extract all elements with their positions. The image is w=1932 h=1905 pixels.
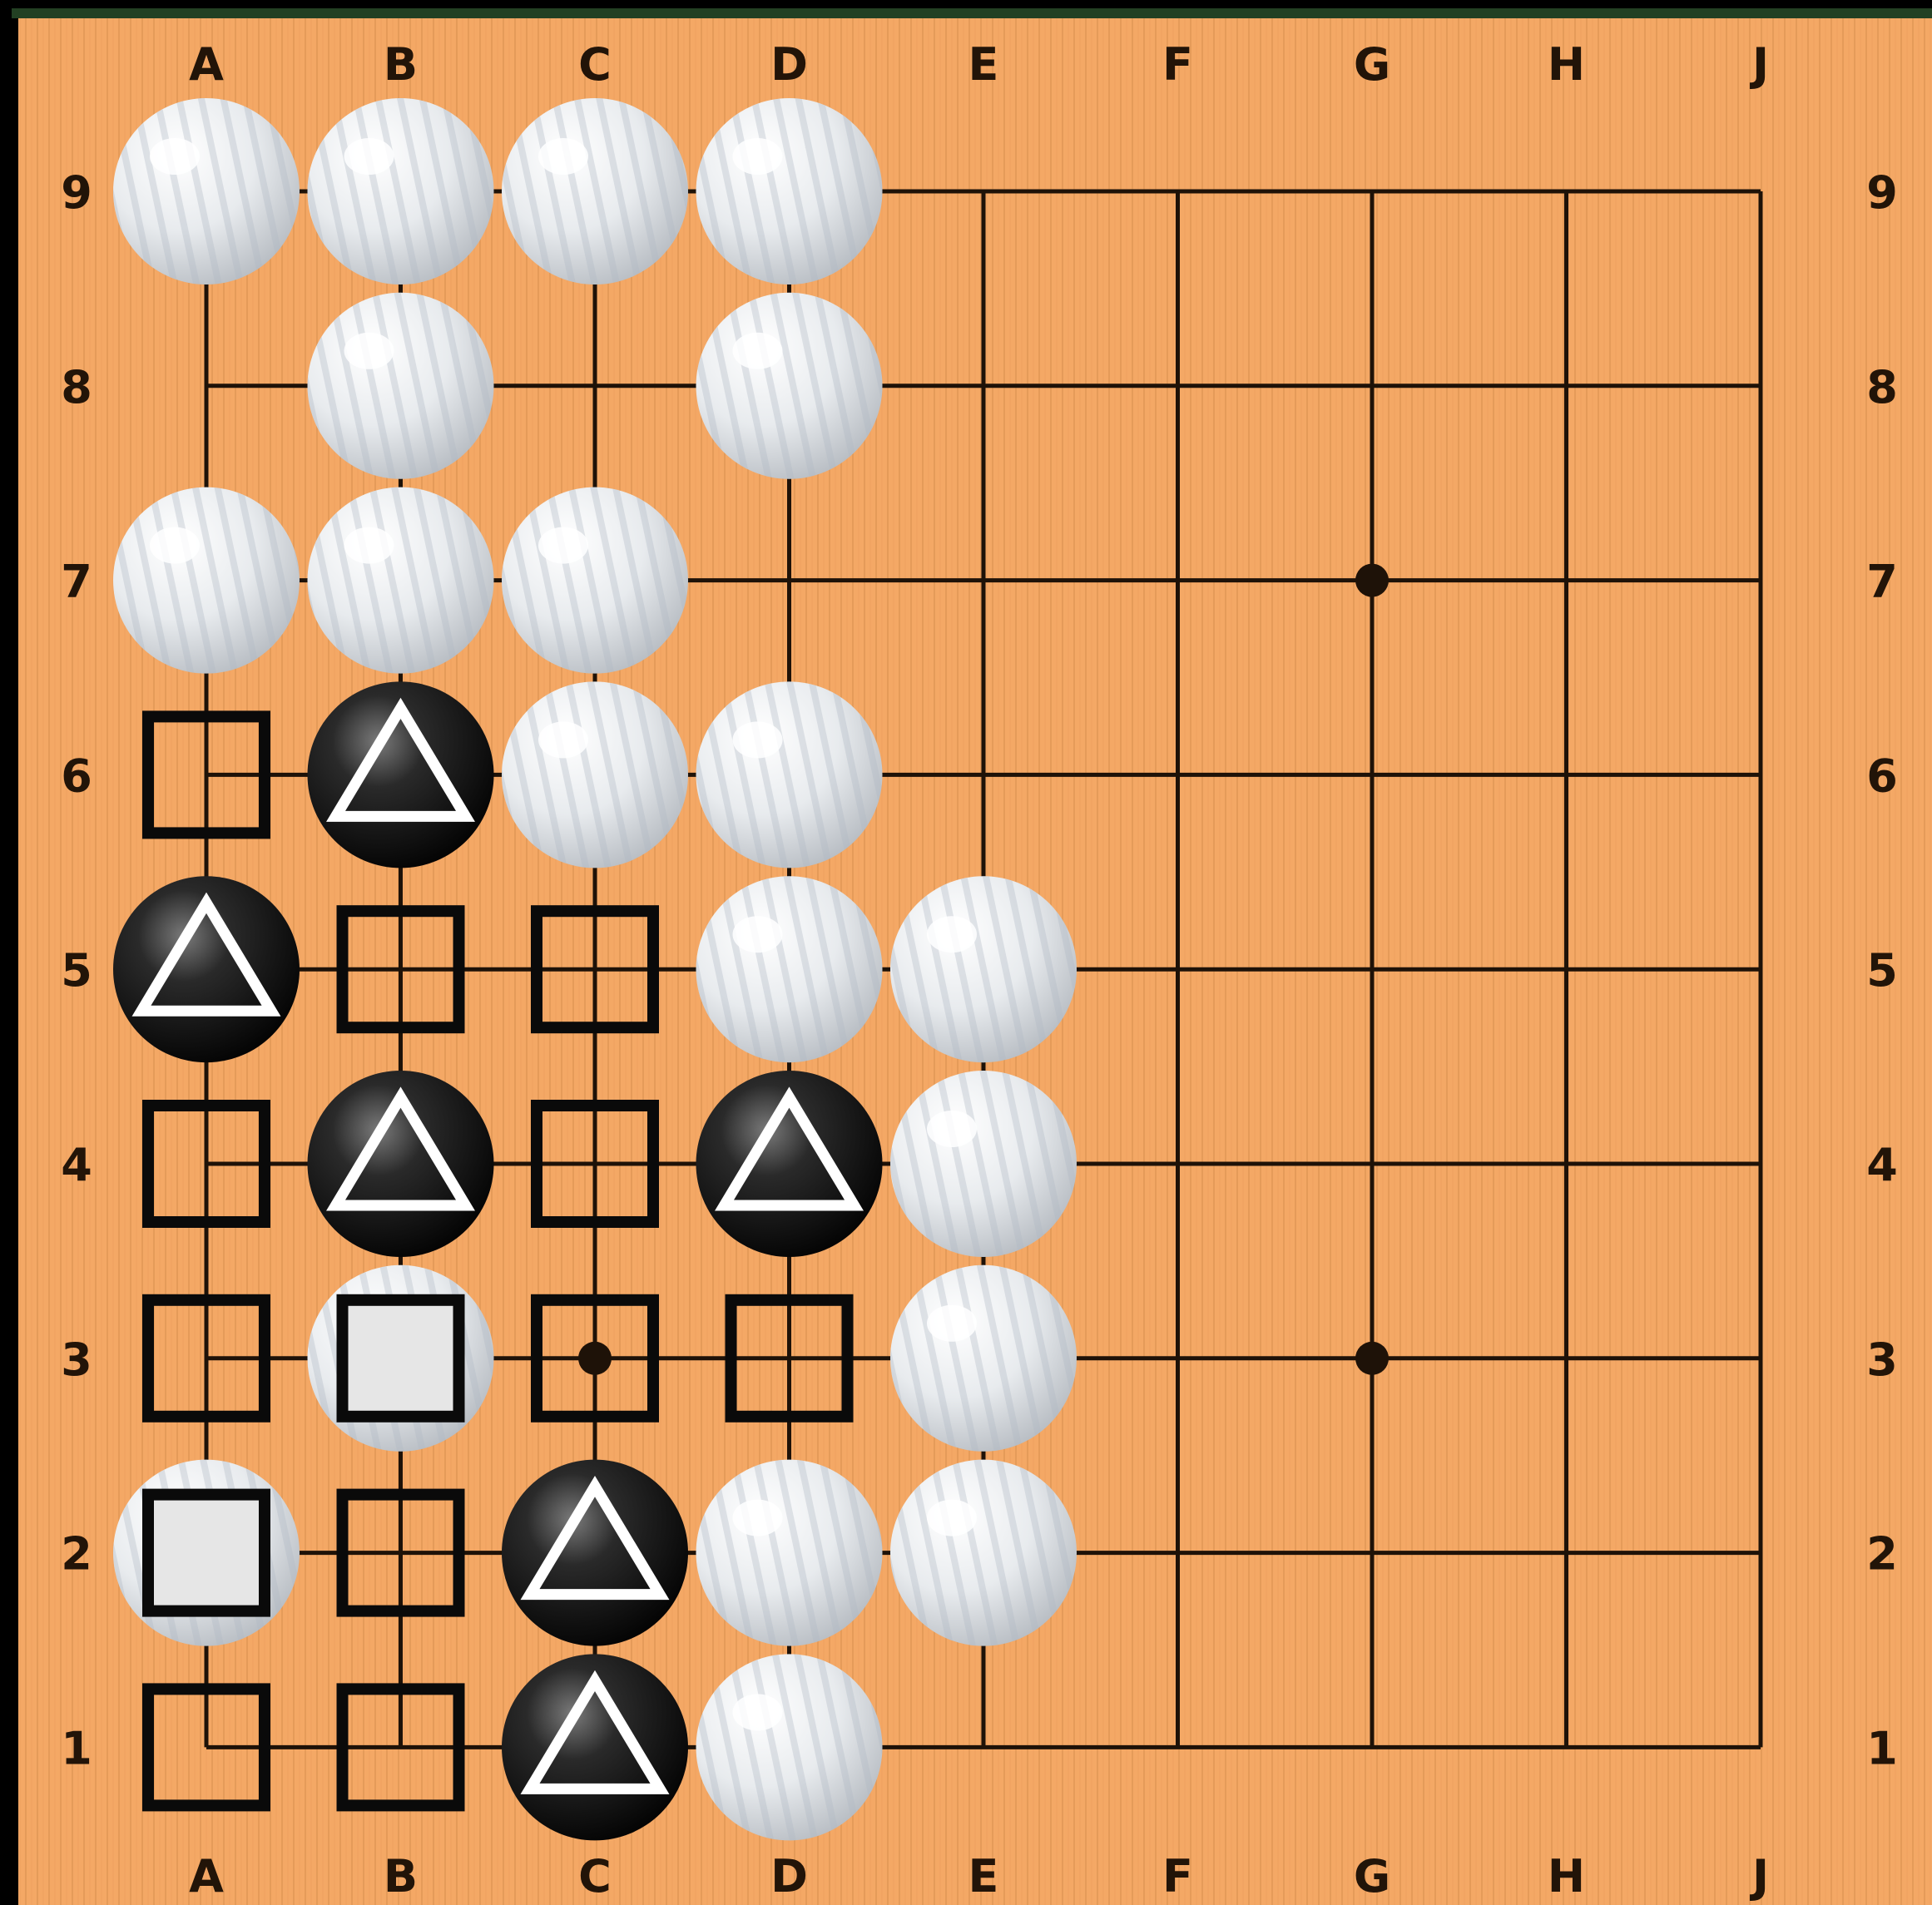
white-stone-D8[interactable] (696, 293, 883, 479)
column-label-bottom-E: E (968, 1850, 999, 1903)
white-stone-C6[interactable] (502, 681, 688, 868)
white-stone-highlight (927, 1111, 977, 1147)
column-label-bottom-G: G (1354, 1850, 1390, 1903)
white-stone-C7[interactable] (502, 487, 688, 674)
white-stone-shell-texture (890, 1071, 1077, 1257)
row-label-right-1: 1 (1866, 1722, 1898, 1774)
white-stone-D2[interactable] (696, 1460, 883, 1646)
white-stone-A7[interactable] (113, 487, 300, 674)
row-label-right-9: 9 (1866, 166, 1898, 219)
white-stone-highlight (538, 138, 588, 175)
column-label-top-G: G (1354, 38, 1390, 91)
column-label-top-A: A (189, 38, 224, 91)
white-stone-shell-texture (308, 487, 494, 674)
column-label-top-J: J (1749, 38, 1769, 91)
column-label-top-F: F (1162, 38, 1193, 91)
column-label-bottom-B: B (384, 1850, 418, 1903)
white-stone-D9[interactable] (696, 98, 883, 285)
row-label-left-2: 2 (61, 1528, 92, 1581)
white-stone-highlight (733, 1500, 783, 1536)
white-stone-shell-texture (502, 98, 688, 285)
column-label-top-D: D (770, 38, 808, 91)
white-stone-A9[interactable] (113, 98, 300, 285)
white-stone-shell-texture (113, 98, 300, 285)
white-stone-shell-texture (696, 98, 883, 285)
white-stone-C9[interactable] (502, 98, 688, 285)
square-mark-A2 (148, 1495, 265, 1611)
white-stone-shell-texture (890, 876, 1077, 1062)
star-point-C3 (578, 1342, 612, 1375)
row-label-left-8: 8 (61, 361, 92, 413)
white-stone-E5[interactable] (890, 876, 1077, 1062)
column-label-bottom-A: A (189, 1850, 224, 1903)
row-label-left-5: 5 (61, 944, 92, 997)
white-stone-shell-texture (696, 1654, 883, 1840)
square-mark-on-stone (343, 1300, 459, 1417)
row-label-right-3: 3 (1866, 1334, 1898, 1386)
white-stone-highlight (344, 527, 394, 564)
white-stone-highlight (150, 138, 200, 175)
white-stone-D6[interactable] (696, 681, 883, 868)
column-label-bottom-D: D (770, 1850, 808, 1903)
white-stone-highlight (344, 333, 394, 369)
white-stone-shell-texture (696, 876, 883, 1062)
white-stone-highlight (150, 527, 200, 564)
white-stone-highlight (733, 138, 783, 175)
column-label-top-E: E (968, 38, 999, 91)
column-label-top-H: H (1548, 38, 1585, 91)
star-point-G3 (1355, 1342, 1389, 1375)
white-stone-highlight (733, 916, 783, 952)
row-label-left-9: 9 (61, 166, 92, 219)
white-stone-shell-texture (696, 681, 883, 868)
row-label-right-4: 4 (1866, 1139, 1898, 1191)
row-label-right-2: 2 (1866, 1528, 1898, 1581)
row-label-right-6: 6 (1866, 750, 1898, 802)
square-mark-B3 (343, 1300, 459, 1417)
square-mark-on-stone (148, 1495, 265, 1611)
column-label-bottom-F: F (1162, 1850, 1193, 1903)
white-stone-D5[interactable] (696, 876, 883, 1062)
white-stone-highlight (733, 721, 783, 758)
white-stone-shell-texture (502, 487, 688, 674)
row-label-left-3: 3 (61, 1334, 92, 1386)
white-stone-highlight (538, 527, 588, 564)
white-stone-B7[interactable] (308, 487, 494, 674)
white-stone-highlight (733, 1694, 783, 1730)
row-label-left-4: 4 (61, 1139, 92, 1191)
white-stone-highlight (733, 333, 783, 369)
white-stone-E4[interactable] (890, 1071, 1077, 1257)
white-stone-B9[interactable] (308, 98, 494, 285)
column-label-bottom-J: J (1749, 1850, 1769, 1903)
white-stone-highlight (344, 138, 394, 175)
row-label-left-1: 1 (61, 1722, 92, 1774)
white-stone-shell-texture (696, 1460, 883, 1646)
white-stone-B8[interactable] (308, 293, 494, 479)
white-stone-shell-texture (890, 1265, 1077, 1452)
white-stone-highlight (538, 721, 588, 758)
white-stone-E2[interactable] (890, 1460, 1077, 1646)
column-label-bottom-H: H (1548, 1850, 1585, 1903)
white-stone-D1[interactable] (696, 1654, 883, 1840)
white-stone-shell-texture (502, 681, 688, 868)
row-label-left-6: 6 (61, 750, 92, 802)
white-stone-shell-texture (696, 293, 883, 479)
white-stone-shell-texture (890, 1460, 1077, 1646)
white-stone-highlight (927, 1305, 977, 1342)
white-stone-highlight (927, 916, 977, 952)
white-stone-shell-texture (308, 293, 494, 479)
row-label-right-5: 5 (1866, 944, 1898, 997)
white-stone-highlight (927, 1500, 977, 1536)
column-label-top-C: C (578, 38, 612, 91)
column-label-bottom-C: C (578, 1850, 612, 1903)
row-label-right-7: 7 (1866, 556, 1898, 608)
white-stone-E3[interactable] (890, 1265, 1077, 1452)
white-stone-shell-texture (113, 487, 300, 674)
column-label-top-B: B (384, 38, 418, 91)
star-point-G7 (1355, 564, 1389, 597)
row-label-left-7: 7 (61, 556, 92, 608)
row-label-right-8: 8 (1866, 361, 1898, 413)
white-stone-shell-texture (308, 98, 494, 285)
